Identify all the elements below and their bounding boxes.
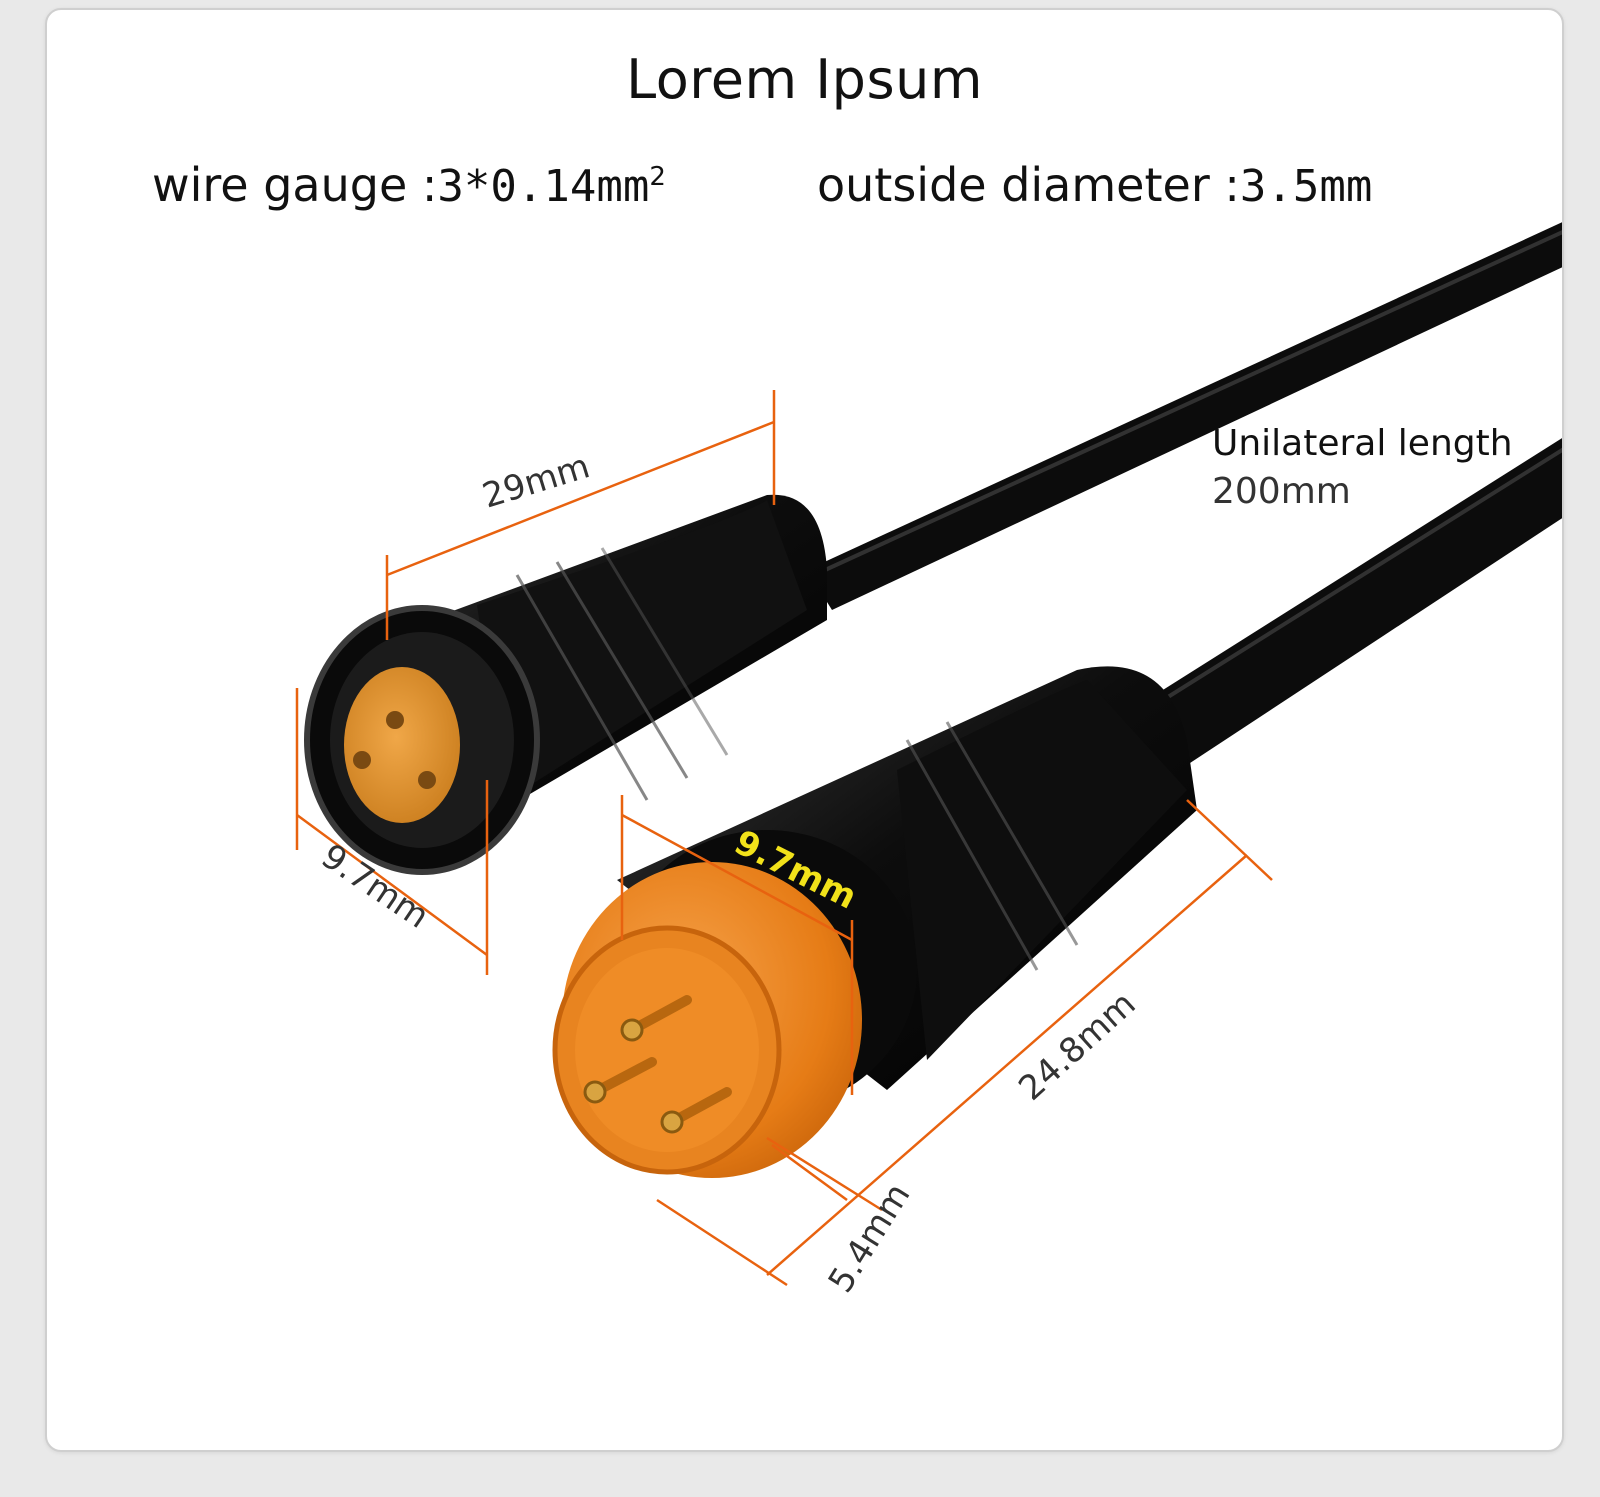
socket-hole [386,711,404,729]
female-connector [304,494,827,875]
male-connector [552,666,1197,1178]
lower-cable [1147,438,1562,765]
wire-gauge-spec: wire gauge :3*0.14mm2 [152,158,666,212]
plug-pin [583,1080,607,1104]
outside-diameter-label: outside diameter : [817,158,1240,212]
socket-hole [418,771,436,789]
unilateral-length: Unilateral length 200mm [1212,420,1513,516]
wire-gauge-label: wire gauge : [152,158,438,212]
upper-cable-sheen [811,230,1562,578]
wire-gauge-value: 3*0.14mm [437,161,650,212]
outside-diameter-spec: outside diameter :3.5mm [817,158,1372,212]
connector-illustration: 29mm 9.7mm 9.7mm 24.8mm 5.4mm [295,222,1562,1300]
dimension-lines [295,390,1273,1287]
socket-hole [353,751,371,769]
plug-pin [660,1110,684,1134]
product-card: Lorem Ipsum wire gauge :3*0.14mm2 outsid… [45,8,1564,1452]
female-length-label: 29mm [478,446,594,516]
lower-cable-sheen [1150,447,1562,709]
outside-diameter-value: 3.5mm [1239,161,1373,212]
unilateral-length-label: Unilateral length [1212,423,1513,464]
male-pin-length-label: 5.4mm [821,1177,919,1300]
plug-pin [620,1018,644,1042]
unilateral-length-value: 200mm [1212,471,1351,512]
wire-gauge-exponent: 2 [649,162,666,192]
female-socket-face [344,667,460,823]
page-title: Lorem Ipsum [626,48,983,111]
